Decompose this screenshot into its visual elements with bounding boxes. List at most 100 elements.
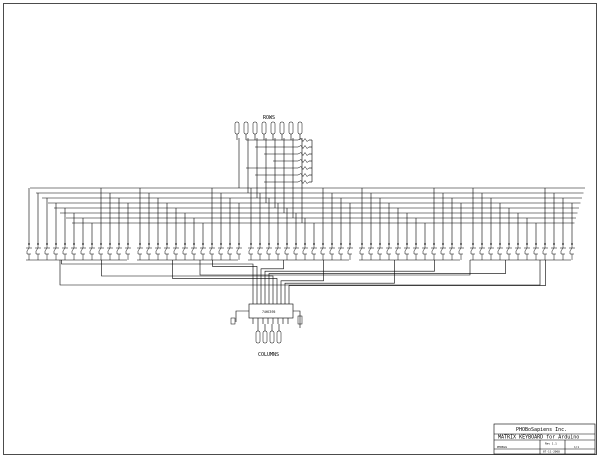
wire-layer	[26, 134, 585, 331]
key-switch	[386, 244, 391, 255]
scan-line	[101, 260, 274, 304]
key-switch	[35, 244, 40, 255]
sheet-border	[3, 3, 597, 455]
key-switch	[377, 244, 382, 255]
key-switch	[395, 244, 400, 255]
key-switch	[44, 244, 49, 255]
row-connector	[288, 121, 294, 135]
scan-line	[260, 260, 284, 304]
key-switch	[137, 244, 142, 255]
key-switch	[71, 244, 76, 255]
row-connector	[252, 121, 258, 135]
key-switch	[320, 244, 325, 255]
key-switch	[422, 244, 427, 255]
columns-label: COLUMNS	[258, 352, 279, 358]
pullup-resistor	[297, 180, 310, 184]
scan-return	[59, 260, 541, 286]
pullup-resistor	[297, 138, 310, 142]
pullup-resistor	[297, 173, 310, 177]
key-switch	[311, 244, 316, 255]
shift-register-ic: 74HC595	[248, 303, 294, 319]
scan-line	[264, 260, 435, 304]
column-connector	[269, 330, 275, 344]
key-switch	[533, 244, 538, 255]
pullup-resistor	[297, 159, 310, 163]
key-switch	[266, 244, 271, 255]
key-switch	[89, 244, 94, 255]
key-switch	[107, 244, 112, 255]
key-switch	[125, 244, 130, 255]
author-field: PHOBoS	[497, 445, 507, 449]
revision-field: Rev 1.1	[545, 442, 557, 446]
key-switch	[458, 244, 463, 255]
key-switch	[218, 244, 223, 255]
key-switch	[524, 244, 529, 255]
key-switch	[404, 244, 409, 255]
key-switch	[248, 244, 253, 255]
key-switch	[440, 244, 445, 255]
scan-line	[284, 260, 395, 304]
row-connector	[261, 121, 267, 135]
scan-return	[199, 260, 471, 276]
key-switch	[413, 244, 418, 255]
key-switch	[329, 244, 334, 255]
key-switch	[488, 244, 493, 255]
scan-line	[61, 260, 254, 304]
key-switch	[338, 244, 343, 255]
ic-side-wire	[235, 310, 249, 322]
key-switch	[62, 244, 67, 255]
key-switch	[116, 244, 121, 255]
key-switch	[284, 244, 289, 255]
date-field: 07-11-2008	[543, 450, 560, 454]
key-switch	[479, 244, 484, 255]
ic-body	[248, 303, 294, 319]
title-block-frame	[493, 423, 596, 455]
key-switch	[257, 244, 262, 255]
key-switch	[449, 244, 454, 255]
key-switch	[515, 244, 520, 255]
ic-side-wire	[293, 310, 301, 328]
key-switch	[560, 244, 565, 255]
key-switch	[227, 244, 232, 255]
rows-label: ROWS	[263, 115, 275, 121]
key-switch	[551, 244, 556, 255]
key-switch	[26, 244, 31, 255]
key-switch	[146, 244, 151, 255]
row-connector	[270, 121, 276, 135]
key-switch	[506, 244, 511, 255]
connector-layer	[234, 121, 303, 344]
key-switch	[302, 244, 307, 255]
drawing-title: MATRIX KEYBOARD for Arduino	[498, 435, 579, 441]
key-switch	[275, 244, 280, 255]
key-switch	[173, 244, 178, 255]
scan-line	[280, 260, 324, 304]
key-switch	[359, 244, 364, 255]
key-switch	[497, 244, 502, 255]
key-switch	[80, 244, 85, 255]
key-switch	[431, 244, 436, 255]
pullup-resistor	[297, 145, 310, 149]
scan-line	[172, 260, 278, 304]
side-resistor	[297, 315, 303, 325]
title-block	[493, 423, 596, 455]
key-switch	[209, 244, 214, 255]
key-switch	[293, 244, 298, 255]
row-connector	[243, 121, 249, 135]
column-connector	[276, 330, 282, 344]
scan-line	[268, 260, 506, 304]
key-switch	[191, 244, 196, 255]
side-capacitor	[230, 317, 236, 325]
scan-line	[212, 260, 258, 304]
pullup-resistor	[297, 152, 310, 156]
column-connector	[255, 330, 261, 344]
key-switch	[542, 244, 547, 255]
key-switch	[569, 244, 574, 255]
column-connector	[262, 330, 268, 344]
row-connector	[297, 121, 303, 135]
key-switch	[155, 244, 160, 255]
key-switch	[470, 244, 475, 255]
key-switch	[164, 244, 169, 255]
ic-label: 74HC595	[262, 310, 276, 314]
scan-line	[288, 260, 546, 304]
